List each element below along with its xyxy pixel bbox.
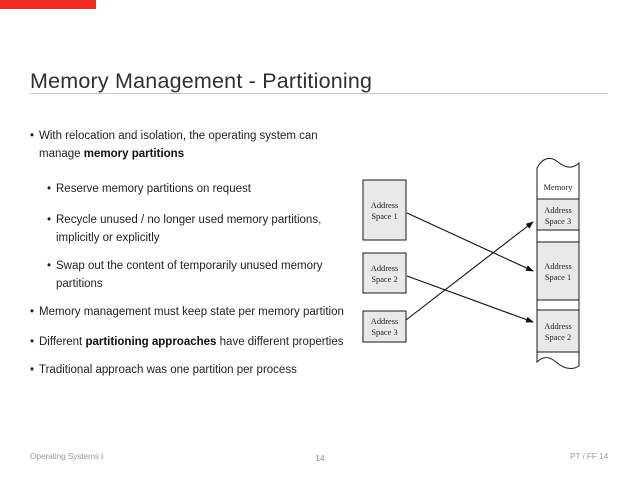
bullet-marker: •: [30, 306, 35, 318]
video-progress-bar: [0, 0, 96, 9]
bullet-list: • With relocation and isolation, the ope…: [30, 127, 362, 379]
footer-page-number: 14: [315, 453, 325, 463]
svg-text:Space 2: Space 2: [545, 333, 571, 342]
memory-partitioning-diagram: Address Space 1 Address Space 2 Address …: [355, 150, 623, 382]
svg-text:Space 3: Space 3: [545, 217, 571, 226]
footer-course-name: Operating Systems I: [30, 451, 104, 461]
footer-credit: PT / FF 14: [570, 451, 608, 461]
address-space-box-2: Address Space 2: [362, 252, 407, 294]
memory-label: Memory: [544, 183, 574, 192]
svg-text:Space 2: Space 2: [371, 275, 397, 284]
bullet-marker: •: [47, 260, 52, 272]
bullet-text: Reserve memory partitions on request: [56, 183, 251, 195]
address-space-box-3: Address Space 3: [362, 310, 407, 343]
svg-text:Address: Address: [544, 206, 571, 215]
svg-text:Address: Address: [544, 262, 571, 271]
bullet-item: • Swap out the content of temporarily un…: [47, 257, 362, 293]
svg-text:Space 1: Space 1: [371, 212, 397, 221]
bullet-marker: •: [47, 183, 52, 195]
bullet-marker: •: [30, 364, 35, 376]
svg-text:Address: Address: [371, 317, 398, 326]
mapping-arrow-as1: [406, 212, 534, 272]
page-title: Memory Management - Partitioning: [30, 69, 373, 94]
bullet-item: • Different partitioning approaches have…: [30, 333, 362, 351]
bullet-text: Memory management must keep state per me…: [39, 306, 344, 318]
address-space-box-1: Address Space 1: [362, 179, 407, 241]
title-divider: [30, 93, 608, 94]
bullet-item: • With relocation and isolation, the ope…: [30, 127, 362, 163]
bullet-marker: •: [30, 336, 35, 348]
bullet-text: Swap out the content of temporarily unus…: [56, 260, 323, 290]
memory-segment-as1: Address Space 1: [536, 241, 580, 301]
bullet-marker: •: [47, 214, 52, 226]
svg-text:Address: Address: [371, 264, 398, 273]
bullet-item: • Recycle unused / no longer used memory…: [47, 211, 362, 247]
svg-text:Space 1: Space 1: [545, 273, 571, 282]
bullet-item: • Memory management must keep state per …: [30, 303, 362, 321]
memory-segment-as2: Address Space 2: [536, 309, 580, 353]
bullet-text: Different partitioning approaches have d…: [39, 336, 344, 348]
mapping-arrow-as2: [406, 275, 534, 323]
mapping-arrow-as3: [405, 221, 534, 321]
bullet-item: • Reserve memory partitions on request: [47, 180, 362, 198]
bullet-item: • Traditional approach was one partition…: [30, 361, 362, 379]
bullet-text: Recycle unused / no longer used memory p…: [56, 214, 322, 244]
bullet-text: Traditional approach was one partition p…: [39, 364, 297, 376]
memory-segment-as3: Address Space 3: [536, 198, 580, 231]
bullet-marker: •: [30, 130, 35, 142]
svg-text:Address: Address: [544, 322, 571, 331]
svg-text:Space 3: Space 3: [371, 328, 397, 337]
bullet-text: With relocation and isolation, the opera…: [39, 130, 318, 160]
svg-text:Address: Address: [371, 201, 398, 210]
memory-strip: Memory Address Space 3 Address Space 1 A…: [536, 157, 580, 370]
